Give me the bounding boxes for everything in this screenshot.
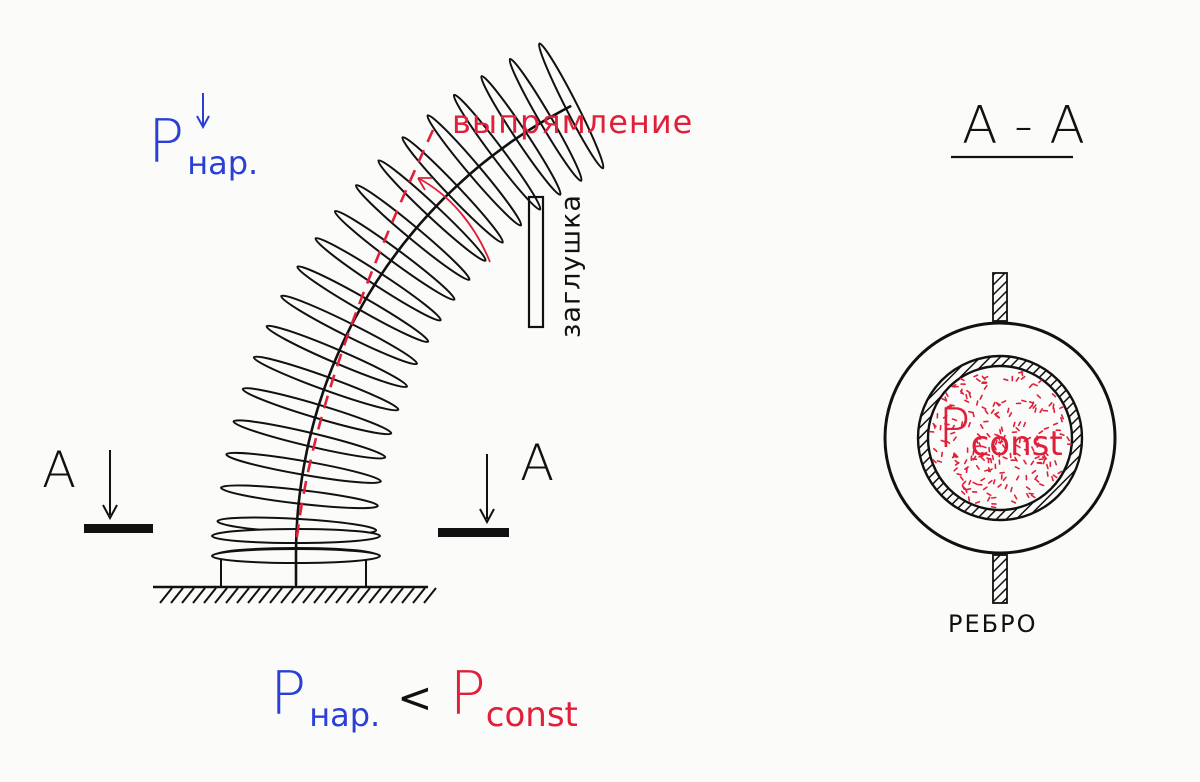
straightening-label: выпрямление xyxy=(452,103,694,141)
outer-pressure-label: Pнар. xyxy=(148,112,258,179)
end-plug xyxy=(527,195,545,329)
inequality-left-main: P xyxy=(270,659,307,729)
section-left-letter: A xyxy=(42,441,77,499)
const-pressure-sub: const xyxy=(970,424,1063,464)
outer-pressure-main: P xyxy=(148,107,185,177)
cross-section xyxy=(883,272,1117,604)
inequality-left-sub: нар. xyxy=(309,696,381,734)
plug-label: заглушка xyxy=(555,194,587,338)
const-pressure-main: P xyxy=(938,397,971,460)
straightening-dashed-line xyxy=(294,129,435,546)
rib-top xyxy=(992,272,1008,322)
pressure-arrow-down xyxy=(196,93,210,130)
ground xyxy=(153,585,437,604)
gas-dots xyxy=(928,370,1072,509)
inequality-sign: < xyxy=(397,673,433,722)
outer-pressure-sub: нар. xyxy=(187,144,259,182)
hose-centerline xyxy=(294,104,572,585)
inequality-right-sub: const xyxy=(485,695,578,735)
rib-label: РЕБРО xyxy=(948,610,1038,638)
section-title: A - A xyxy=(962,96,1085,156)
const-pressure-label: Pconst xyxy=(938,402,1063,462)
rib-bottom xyxy=(992,554,1008,604)
pressure-inequality: Pнар. < Pconst xyxy=(270,664,578,732)
section-right-letter: A xyxy=(520,434,555,492)
straightening-arrow xyxy=(417,177,491,263)
section-marker-right xyxy=(438,454,509,537)
inner-cavity xyxy=(926,364,1074,512)
section-marker-left xyxy=(84,450,153,533)
inequality-right-main: P xyxy=(449,659,486,729)
